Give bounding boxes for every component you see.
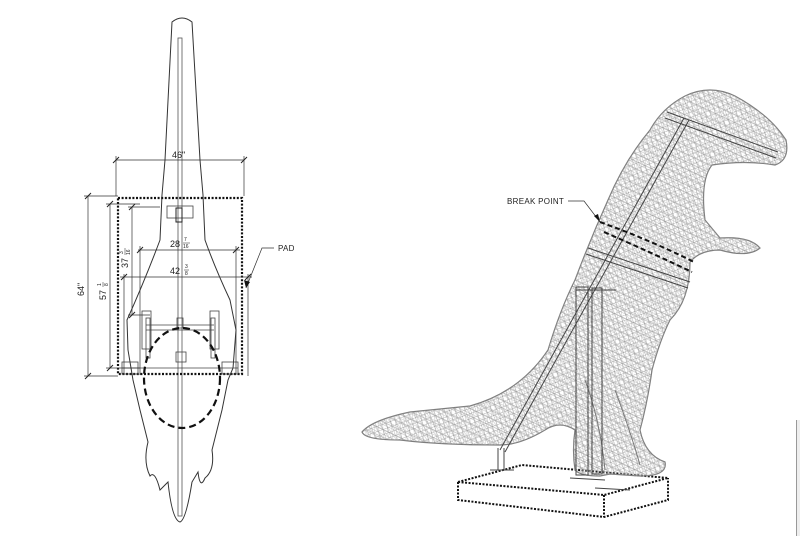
page-edge	[796, 420, 800, 536]
dim-length-overall: 64"	[76, 283, 86, 296]
svg-text:28: 28	[170, 239, 180, 249]
pad-callout: PAD	[244, 244, 295, 289]
dim-length-pad: 57 1 8	[97, 282, 110, 300]
svg-text:16: 16	[183, 244, 189, 250]
svg-text:7: 7	[184, 237, 187, 243]
svg-text:42: 42	[170, 266, 180, 276]
dim-width-overall: 46"	[172, 150, 185, 160]
upper-clamp	[166, 205, 194, 219]
dim-width-upper: 28 7 16	[170, 237, 190, 250]
svg-text:57: 57	[98, 290, 108, 300]
break-ellipse	[142, 326, 222, 430]
base-pad	[457, 463, 669, 519]
svg-text:1: 1	[97, 283, 103, 286]
svg-text:BREAK POINT: BREAK POINT	[507, 197, 564, 206]
break-point-band	[599, 221, 695, 273]
body-outline	[126, 17, 237, 523]
pad-outline	[116, 196, 244, 376]
support-frame	[121, 310, 239, 375]
svg-text:8: 8	[185, 271, 188, 277]
top-view: 46" 28 7 16 42 3 8 64" 57 1 8 37 3 16	[76, 17, 295, 523]
break-point-callout: BREAK POINT	[507, 197, 601, 223]
svg-text:3: 3	[119, 251, 125, 254]
dim-width-lower: 42 3 8	[170, 264, 189, 277]
svg-text:3: 3	[185, 264, 188, 270]
perspective-view: BREAK POINT	[361, 89, 788, 519]
svg-text:16: 16	[126, 249, 132, 255]
armature	[490, 111, 779, 491]
svg-text:8: 8	[104, 283, 110, 286]
dim-length-inner: 37 3 16	[119, 248, 132, 268]
svg-text:37: 37	[120, 258, 130, 268]
svg-text:PAD: PAD	[278, 244, 295, 253]
